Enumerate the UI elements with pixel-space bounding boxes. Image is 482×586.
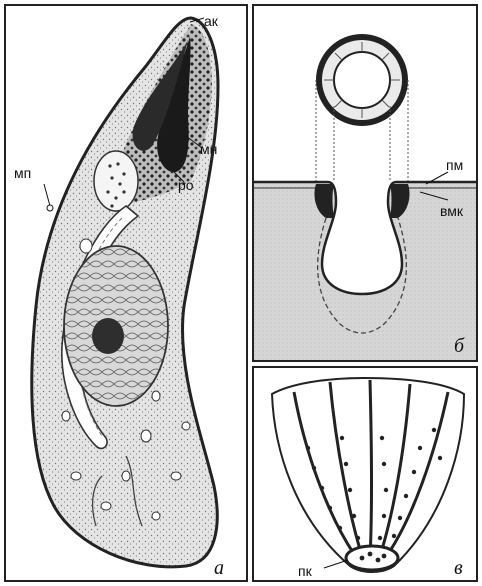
- panel-letter-c: в: [454, 557, 463, 579]
- polar-ring: [346, 546, 398, 570]
- dense-granule-cluster: [94, 151, 138, 211]
- panel-letter-a: а: [214, 557, 224, 579]
- pk-leader: [324, 560, 348, 568]
- micropore-ring: [316, 34, 408, 126]
- label-ak: ак: [204, 13, 219, 29]
- label-mp: мп: [14, 165, 31, 181]
- panel-a-cell: ак мн ро мп а: [4, 4, 248, 582]
- label-vmk: вмк: [440, 203, 464, 219]
- cell-illustration: ак мн ро мп а: [6, 6, 246, 580]
- micropore-illustration: пм вмк б: [254, 6, 476, 360]
- label-pk: пк: [298, 563, 313, 579]
- conoid-illustration: пк в: [254, 368, 476, 580]
- label-mn: мн: [200, 141, 217, 157]
- panel-b-micropore: пм вмк б: [252, 4, 478, 362]
- label-ro: ро: [178, 177, 194, 193]
- panel-letter-b: б: [454, 335, 465, 357]
- label-pm: пм: [446, 157, 463, 173]
- mp-leader: [44, 184, 50, 206]
- panel-c-conoid: пк в: [252, 366, 478, 582]
- nucleolus: [92, 318, 124, 354]
- conoid-outline: [272, 378, 464, 572]
